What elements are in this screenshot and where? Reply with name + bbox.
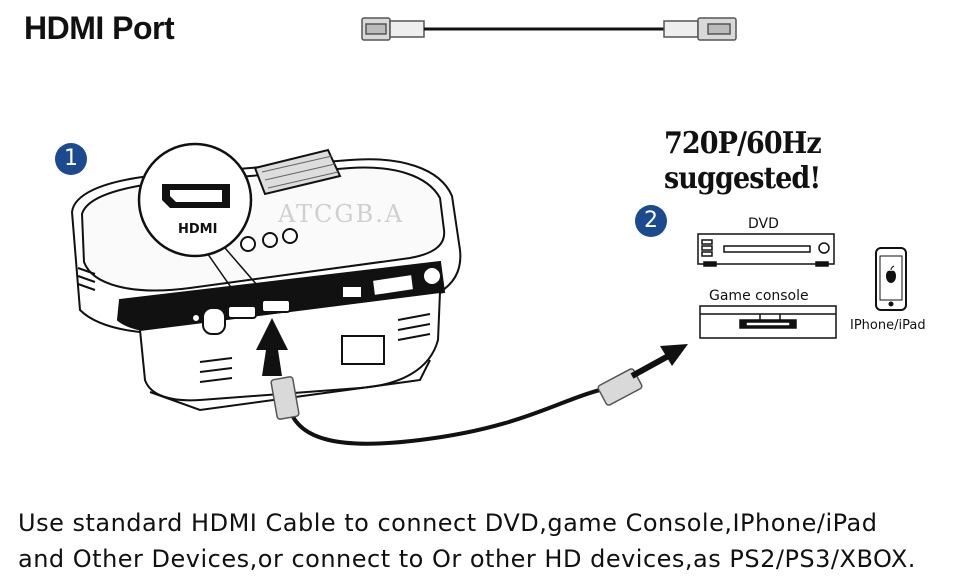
caption: Use standard HDMI Cable to connect DVD,g… xyxy=(18,505,916,577)
page-title: HDMI Port xyxy=(24,10,175,46)
caption-line-2: and Other Devices,or connect to Or other… xyxy=(18,545,916,573)
resolution-note: 720P/60Hz suggested! xyxy=(664,126,822,196)
iphone-icon xyxy=(875,247,907,311)
arrow-right-icon xyxy=(630,344,688,379)
hdmi-label: HDMI xyxy=(178,222,218,237)
connecting-cable xyxy=(270,368,643,446)
watermark: ATCGB.A xyxy=(278,200,405,228)
hdmi-cable-icon xyxy=(361,17,737,41)
hdmi-port-callout xyxy=(137,142,271,307)
step-badge-1: 1 xyxy=(55,143,87,175)
game-console-label: Game console xyxy=(709,288,809,304)
dvd-label: DVD xyxy=(748,216,779,232)
game-console-icon xyxy=(699,305,837,339)
arrow-up-icon xyxy=(256,318,288,376)
step-badge-2: 2 xyxy=(635,205,667,237)
iphone-label: IPhone/iPad xyxy=(850,318,926,333)
caption-line-1: Use standard HDMI Cable to connect DVD,g… xyxy=(18,509,878,537)
dvd-player-icon xyxy=(697,233,835,267)
